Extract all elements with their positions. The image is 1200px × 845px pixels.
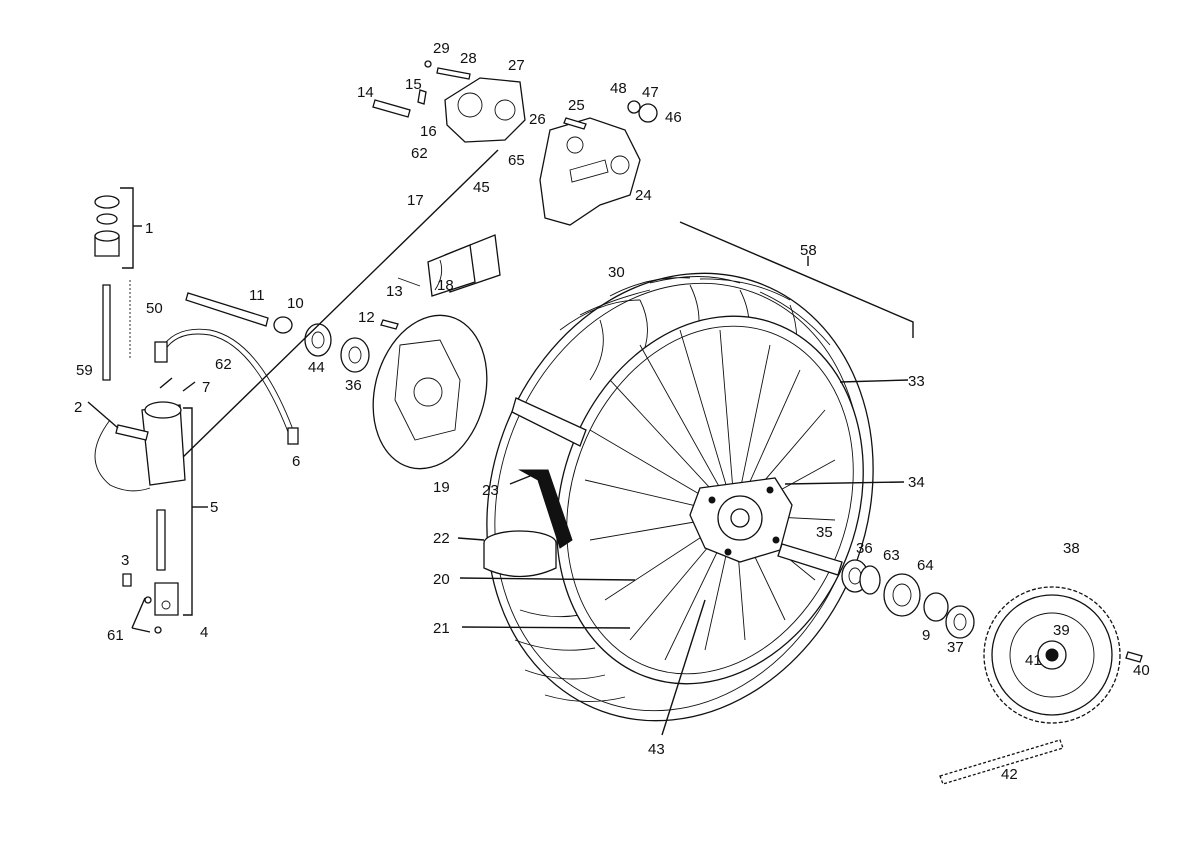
callout-39: 39 (1053, 622, 1070, 639)
callout-2: 2 (74, 399, 82, 416)
callout-12: 12 (358, 309, 375, 326)
callout-37: 37 (947, 639, 964, 656)
brake-pipe-17 (179, 149, 499, 461)
hose-59 (102, 284, 111, 381)
callout-64: 64 (917, 557, 934, 574)
callout-36-right: 36 (856, 540, 873, 557)
rear-sprocket (983, 586, 1121, 724)
callout-13: 13 (386, 283, 403, 300)
callout-19: 19 (433, 479, 450, 496)
callout-6: 6 (292, 453, 300, 470)
callout-27: 27 (508, 57, 525, 74)
bolt-3 (122, 573, 132, 587)
callout-28: 28 (460, 50, 477, 67)
callout-46: 46 (665, 109, 682, 126)
callout-7: 7 (202, 379, 210, 396)
callout-21: 21 (433, 620, 450, 637)
brake-caliper (444, 77, 526, 143)
bearing-64 (883, 573, 921, 617)
bleeder-15 (417, 89, 427, 105)
brake-hose-6 (154, 328, 299, 445)
axle (777, 543, 843, 576)
callout-59: 59 (76, 362, 93, 379)
callout-20: 20 (433, 571, 450, 588)
callout-29: 29 (433, 40, 450, 57)
callout-34: 34 (908, 474, 925, 491)
seal-44 (304, 323, 332, 357)
callout-62-left: 62 (215, 356, 232, 373)
seal-63 (859, 565, 881, 595)
callout-48: 48 (610, 80, 627, 97)
callout-4: 4 (200, 624, 208, 641)
pins-61 (144, 596, 162, 634)
wheel-hub (689, 477, 793, 563)
caliper-bracket (539, 117, 641, 226)
cap-29 (424, 60, 432, 68)
callout-17: 17 (407, 192, 424, 209)
drive-chain (939, 739, 1064, 785)
callout-25: 25 (568, 97, 585, 114)
callout-16: 16 (420, 123, 437, 140)
callout-1: 1 (145, 220, 153, 237)
callout-45: 45 (473, 179, 490, 196)
callout-23: 23 (482, 482, 499, 499)
callout-9: 9 (922, 627, 930, 644)
callout-58: 58 (800, 242, 817, 259)
return-hose (94, 419, 151, 492)
callout-3: 3 (121, 552, 129, 569)
callout-63: 63 (883, 547, 900, 564)
callout-61: 61 (107, 627, 124, 644)
spacer-37 (945, 605, 975, 639)
master-cylinder-5 (115, 401, 186, 486)
callout-18: 18 (437, 277, 454, 294)
callout-33: 33 (908, 373, 925, 390)
callout-47: 47 (642, 84, 659, 101)
pad-pin-13 (397, 277, 421, 287)
washers-46-47-48 (627, 100, 658, 123)
clevis-4 (154, 582, 179, 616)
push-rod (156, 509, 166, 571)
pin-28 (436, 67, 471, 80)
bolt-12 (380, 319, 399, 330)
spacer-9 (923, 592, 949, 622)
callout-22: 22 (433, 530, 450, 547)
callout-38: 38 (1063, 540, 1080, 557)
callout-14: 14 (357, 84, 374, 101)
axle-nut-11 (185, 292, 269, 327)
callout-10: 10 (287, 295, 304, 312)
callout-24: 24 (635, 187, 652, 204)
callout-62-top: 62 (411, 145, 428, 162)
tube-and-flap (483, 397, 587, 578)
callout-36-left: 36 (345, 377, 362, 394)
callout-65: 65 (508, 152, 525, 169)
reservoir-1 (94, 195, 120, 257)
brake-disc (372, 314, 488, 470)
left-bearing-36 (340, 337, 370, 373)
callout-42: 42 (1001, 766, 1018, 783)
callout-35: 35 (816, 524, 833, 541)
callout-41: 41 (1025, 652, 1042, 669)
brake-pads (427, 234, 501, 297)
callout-5: 5 (210, 499, 218, 516)
callout-11: 11 (249, 287, 265, 304)
callout-40: 40 (1133, 662, 1150, 679)
callout-44: 44 (308, 359, 325, 376)
caliper-bolt-14 (372, 99, 411, 118)
callout-26: 26 (529, 111, 546, 128)
sprocket-bolt-40 (1125, 651, 1143, 663)
callout-15: 15 (405, 76, 422, 93)
callout-50: 50 (146, 300, 163, 317)
bolt-25 (563, 117, 587, 130)
callout-43: 43 (648, 741, 665, 758)
callout-30: 30 (608, 264, 625, 281)
spacer-10 (273, 316, 293, 334)
